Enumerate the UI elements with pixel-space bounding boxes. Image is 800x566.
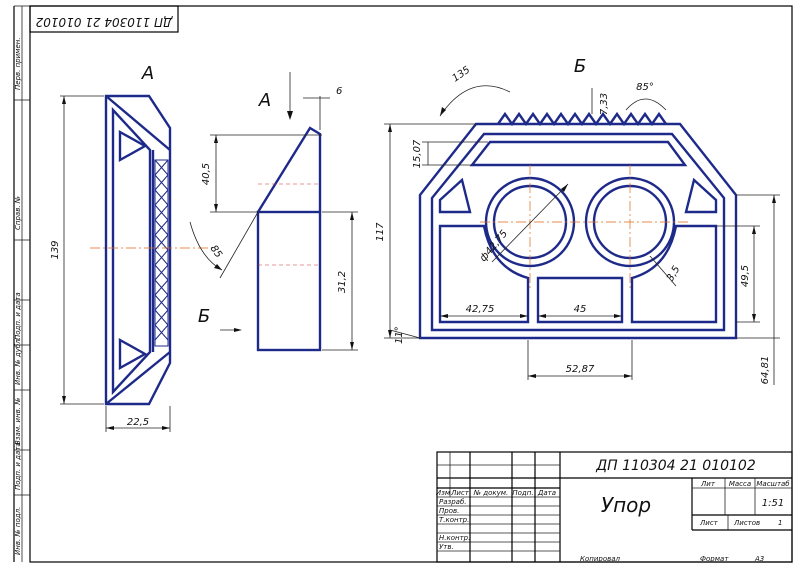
dim-15-07: 15,07 <box>412 139 423 168</box>
copied-label: Копировал <box>580 555 621 563</box>
sheet-label: Лист <box>699 519 719 527</box>
dim-139: 139 <box>50 240 61 259</box>
angle-85b: 85° <box>636 82 654 93</box>
sheets-value: 1 <box>778 519 782 527</box>
dim-64-81: 64,81 <box>760 356 771 385</box>
dim-49-5: 49,5 <box>740 265 751 287</box>
col-date: Дата <box>537 489 556 497</box>
dim-6: 6 <box>336 86 342 97</box>
doc-code: ДП 110304 21 010102 <box>595 458 756 474</box>
section-view: А 6 40,5 85 31,2 Б <box>189 72 358 352</box>
scale-value: 1:51 <box>762 498 784 509</box>
col-doc: № докум. <box>473 489 509 497</box>
dim-22-5: 22,5 <box>127 417 149 428</box>
section-b-label: Б <box>198 306 210 327</box>
strip-label: Взам. инв. № <box>14 397 22 445</box>
angle-85: 85 <box>208 243 224 260</box>
dim-7-33: 7,33 <box>599 93 610 115</box>
angle-135: 135 <box>450 64 472 84</box>
dim-3-5: 3,5 <box>665 264 682 283</box>
dim-45: 45 <box>574 304 587 315</box>
col-sign: Подп. <box>512 489 533 497</box>
left-strip: Перв. примен. Справ. № Подп. и дата Инв.… <box>13 5 30 562</box>
strip-label: Инв. № подл. <box>14 507 22 555</box>
dim-52-87: 52,87 <box>566 364 595 375</box>
drawing-frame <box>29 5 793 563</box>
row-razrab: Разраб. <box>439 498 467 506</box>
lit-label: Лит <box>700 480 716 488</box>
section-a-label: А <box>258 90 271 111</box>
sheets-label: Листов <box>733 519 760 527</box>
view-a-label: А <box>141 63 154 84</box>
format-label: Формат <box>700 555 729 563</box>
angle-11: 11° <box>394 326 405 344</box>
view-b: Б 135 7,33 85° <box>375 56 780 385</box>
title-block: Изм Лист № докум. Подп. Дата Разраб. Про… <box>436 451 793 563</box>
dim-40-5: 40,5 <box>201 163 212 185</box>
scale-label: Масштаб <box>756 480 790 488</box>
row-utv: Утв. <box>439 543 454 551</box>
dim-31-2: 31,2 <box>337 271 348 293</box>
strip-label: Подп. и дата <box>14 442 22 490</box>
code-box-rotated: ДП 110304 21 010102 <box>29 5 179 33</box>
row-tkontr: Т.контр. <box>439 516 469 524</box>
view-b-label: Б <box>574 56 586 77</box>
row-nkontr: Н.контр. <box>439 534 470 542</box>
strip-label: Подп. и дата <box>14 292 22 340</box>
dim-42-75: 42,75 <box>466 304 495 315</box>
col-list: Лист <box>450 489 470 497</box>
strip-label: Перв. примен. <box>14 37 22 90</box>
dim-117: 117 <box>375 222 386 242</box>
view-a: А 139 22,5 <box>50 63 215 432</box>
format-value: А3 <box>754 555 764 563</box>
strip-label: Справ. № <box>14 196 22 230</box>
part-name: Упор <box>601 493 651 517</box>
row-prov: Пров. <box>439 507 459 515</box>
col-izm: Изм <box>436 489 451 497</box>
strip-label: Инв. № дубл. <box>14 337 22 385</box>
code-rotated: ДП 110304 21 010102 <box>36 15 174 29</box>
mass-label: Масса <box>729 480 751 488</box>
